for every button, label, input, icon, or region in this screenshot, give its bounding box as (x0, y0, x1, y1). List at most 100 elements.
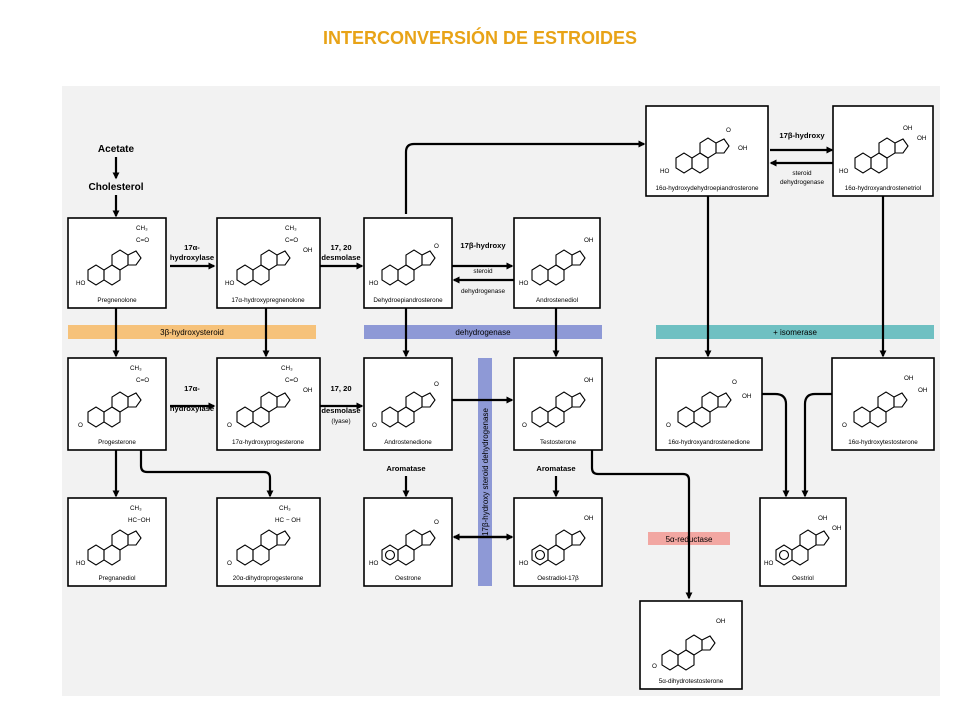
rx-desmolase-mid-3: (lyase) (331, 418, 350, 425)
box-androstenedione: O O Androstenedione (363, 357, 453, 451)
svg-text:O: O (726, 127, 731, 134)
svg-text:C=O: C=O (136, 377, 149, 384)
pregnenolone-name: Pregnenolone (97, 297, 137, 304)
rx-desmolase-top-1: 17, 20 (330, 243, 351, 252)
box-oestrone: O HO Oestrone (363, 497, 453, 587)
svg-text:CH₃: CH₃ (130, 505, 142, 512)
svg-text:O: O (434, 519, 439, 526)
hydroxytestosterone-name: 16α-hydroxytestosterone (848, 439, 918, 446)
svg-text:desmolase: desmolase (321, 406, 360, 415)
svg-text:desmolase: desmolase (321, 253, 360, 262)
svg-text:17, 20: 17, 20 (330, 384, 351, 393)
oestriol-name: Oestriol (792, 575, 814, 582)
rx-17a-mid-2: hydroxylase (170, 404, 214, 413)
svg-text:17β-hydroxy: 17β-hydroxy (460, 241, 506, 250)
svg-text:dehydrogenase: dehydrogenase (461, 288, 506, 295)
svg-text:OH: OH (818, 515, 828, 522)
svg-text:OH: OH (917, 135, 927, 142)
rx-17a-mid-1: 17α- (184, 384, 200, 393)
svg-text:hydroxylase: hydroxylase (170, 253, 214, 262)
box-16a-hydroxy-dhea: O OH HO 16α-hydroxydehydroepiandrosteron… (645, 105, 769, 197)
page-title: INTERCONVERSIÓN DE ESTROIDES (322, 28, 638, 48)
svg-text:17α-: 17α- (184, 384, 200, 393)
box-pregnenolone: CH₃ C=O HO Pregnenolone (67, 217, 167, 309)
box-testosterone: OH O Testosterone (513, 357, 603, 451)
oestradiol-name: Oestradiol-17β (537, 575, 579, 582)
androstenedione-name: Androstenedione (384, 439, 432, 446)
svg-text:HO: HO (76, 280, 86, 287)
dht-name: 5α-dihydrotestosterone (659, 678, 724, 685)
svg-text:O: O (732, 379, 737, 386)
svg-text:O: O (227, 560, 232, 567)
rx-desmolase-top-2: desmolase (321, 253, 360, 262)
dehydrogenase-band (364, 325, 602, 339)
box-17a-hydroxyprogesterone: CH₃ C=O OH O 17α-hydroxyprogesterone (216, 357, 321, 451)
rx-desmolase-mid-1: 17, 20 (330, 384, 351, 393)
box-progesterone: CH₃ C=O O Progesterone (67, 357, 167, 451)
rx-17b-top-3: dehydrogenase (461, 288, 506, 295)
cholesterol-label: Cholesterol (88, 182, 143, 193)
rx-aromatase-right: Aromatase (536, 464, 575, 473)
svg-text:OH: OH (303, 387, 313, 394)
dehydrogenase-band-label: dehydrogenase (455, 328, 511, 337)
box-5a-dihydrotestosterone: OH O 5α-dihydrotestosterone (639, 600, 743, 690)
oestrone-name: Oestrone (395, 575, 421, 582)
svg-text:O: O (227, 422, 232, 429)
svg-text:HC − OH: HC − OH (275, 517, 301, 524)
svg-text:(lyase): (lyase) (331, 418, 350, 425)
hydroxy-dhea-name: 16α-hydroxydehydroepiandrosterone (655, 185, 759, 192)
box-16a-hydroxyandrostenetriol: OH OH HO 16α-hydroxyandrostenetriol (832, 105, 934, 197)
svg-text:OH: OH (584, 237, 594, 244)
box-oestradiol: OH HO Oestradiol-17β (513, 497, 603, 587)
svg-text:OH: OH (742, 393, 752, 400)
svg-text:OH: OH (903, 125, 913, 132)
svg-text:steroid: steroid (473, 268, 493, 275)
reaction-labels: 17α- hydroxylase 17, 20 desmolase 17β-hy… (170, 131, 826, 473)
svg-text:O: O (522, 422, 527, 429)
androstenediol-name: Androstenediol (536, 297, 578, 304)
svg-text:HO: HO (839, 168, 849, 175)
rx-17b-top-1: 17β-hydroxy (460, 241, 506, 250)
box-16a-hydroxytestosterone: OH OH O 16α-hydroxytestosterone (831, 357, 935, 451)
svg-text:CH₃: CH₃ (130, 365, 142, 372)
svg-text:17α-: 17α- (184, 243, 200, 252)
hsd-band-label: 3β-hydroxysteroid (160, 328, 224, 337)
dhea-name: Dehydroepiandrosterone (373, 297, 443, 304)
pregnanediol-name: Pregnanediol (98, 575, 135, 582)
rx-17a-top-2: hydroxylase (170, 253, 214, 262)
svg-text:O: O (434, 243, 439, 250)
svg-text:O: O (372, 422, 377, 429)
svg-text:OH: OH (738, 145, 748, 152)
svg-text:OH: OH (584, 377, 594, 384)
svg-text:CH₃: CH₃ (136, 225, 148, 232)
hsd-band (68, 325, 316, 339)
svg-text:O: O (842, 422, 847, 429)
dihydroprogesterone-name: 20α-dihydroprogesterone (233, 575, 304, 582)
svg-text:HO: HO (369, 560, 379, 567)
svg-text:O: O (434, 381, 439, 388)
progesterone-name: Progesterone (98, 439, 136, 446)
box-17a-hydroxypregnenolone: CH₃ C=O OH HO 17α-hydroxypregnenolone (216, 217, 321, 309)
svg-text:hydroxylase: hydroxylase (170, 404, 214, 413)
svg-text:CH₃: CH₃ (285, 225, 297, 232)
rx-17b-right-1: 17β-hydroxy (779, 131, 825, 140)
svg-text:O: O (666, 422, 671, 429)
rx-17b-right-2: steroid (792, 170, 812, 177)
svg-text:HO: HO (369, 280, 379, 287)
androstenetriol-name: 16α-hydroxyandrostenetriol (845, 185, 921, 192)
svg-text:OH: OH (832, 525, 842, 532)
svg-text:OH: OH (716, 618, 726, 625)
box-dhea: O HO Dehydroepiandrosterone (363, 217, 453, 309)
svg-text:17β-hydroxy: 17β-hydroxy (779, 131, 825, 140)
svg-text:HO: HO (76, 560, 86, 567)
diagram-background (62, 86, 940, 696)
svg-text:HO: HO (519, 560, 529, 567)
svg-text:17, 20: 17, 20 (330, 243, 351, 252)
svg-text:OH: OH (918, 387, 928, 394)
acetate-label: Acetate (98, 144, 135, 155)
box-androstenediol: OH HO Androstenediol (513, 217, 601, 309)
rx-desmolase-mid-2: desmolase (321, 406, 360, 415)
rx-17b-right-3: dehydrogenase (780, 179, 825, 186)
hydroxyprogesterone-name: 17α-hydroxyprogesterone (232, 439, 304, 446)
svg-text:CH₃: CH₃ (279, 505, 291, 512)
